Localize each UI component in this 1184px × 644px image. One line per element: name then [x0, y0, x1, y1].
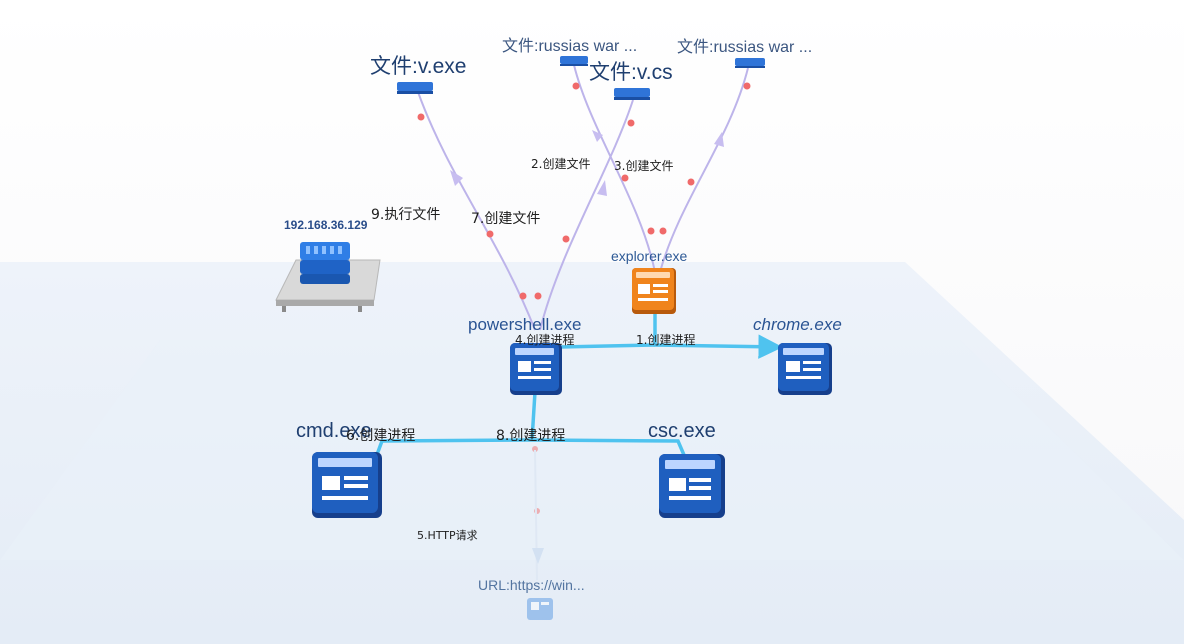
edge-arrow-e5 — [532, 548, 544, 564]
edge-label-e3: 3.创建文件 — [614, 159, 674, 173]
edge-dots — [417, 82, 751, 514]
edge-line-e4[interactable] — [559, 343, 656, 349]
edge-label-e4: 4.创建进程 — [515, 333, 575, 347]
floor-inner — [0, 340, 1184, 560]
edge-label-e5: 5.HTTP请求 — [417, 529, 478, 542]
edge-label-e6: 6.创建进程 — [346, 428, 416, 444]
edge-arrow-e2 — [592, 130, 603, 142]
edge-arrow-e3 — [714, 132, 724, 147]
edge-line-e7[interactable] — [539, 99, 634, 331]
node-label-cmd: cmd.exe — [296, 420, 372, 442]
node-label-host: 192.168.36.129 — [284, 218, 368, 232]
process-icon-cmd[interactable] — [312, 452, 382, 518]
edge-arrow-e9 — [450, 170, 463, 186]
edge-line-powershell-down[interactable] — [530, 391, 537, 441]
edge-label-e1: 1.创建进程 — [636, 333, 696, 347]
node-label-csc: csc.exe — [648, 420, 716, 442]
node-label-file-russias-1: 文件:russias war ... — [502, 38, 638, 55]
edge-line-e8[interactable] — [531, 438, 686, 456]
edge-label-e2: 2.创建文件 — [531, 157, 591, 171]
node-label-explorer: explorer.exe — [611, 248, 688, 264]
node-label-powershell: powershell.exe — [468, 315, 582, 334]
node-label-file-v-exe: 文件:v.exe — [370, 55, 467, 78]
edge-label-e8: 8.创建进程 — [496, 428, 566, 444]
edge-label-e7: 7.创建文件 — [471, 211, 541, 227]
file-icon[interactable] — [735, 58, 765, 68]
edge-line-e2[interactable] — [573, 64, 656, 273]
file-icon[interactable] — [614, 88, 650, 100]
process-icon-csc[interactable] — [659, 454, 725, 518]
edge-label-e9: 9.执行文件 — [371, 207, 441, 223]
node-label-file-v-cs: 文件:v.cs — [589, 61, 673, 84]
process-icon-explorer[interactable] — [632, 268, 676, 314]
process-icon-powershell[interactable] — [510, 343, 562, 395]
edge-arrow-e7 — [597, 180, 607, 196]
url-icon[interactable] — [527, 598, 553, 620]
file-icon[interactable] — [560, 56, 588, 66]
node-label-file-russias-2: 文件:russias war ... — [677, 39, 813, 56]
server-icon[interactable] — [275, 242, 381, 312]
file-icon[interactable] — [397, 82, 433, 94]
edge-line-e3[interactable] — [659, 67, 749, 273]
node-label-url: URL:https://win... — [478, 577, 585, 593]
process-icon-chrome[interactable] — [778, 343, 832, 395]
node-label-chrome: chrome.exe — [753, 315, 842, 334]
